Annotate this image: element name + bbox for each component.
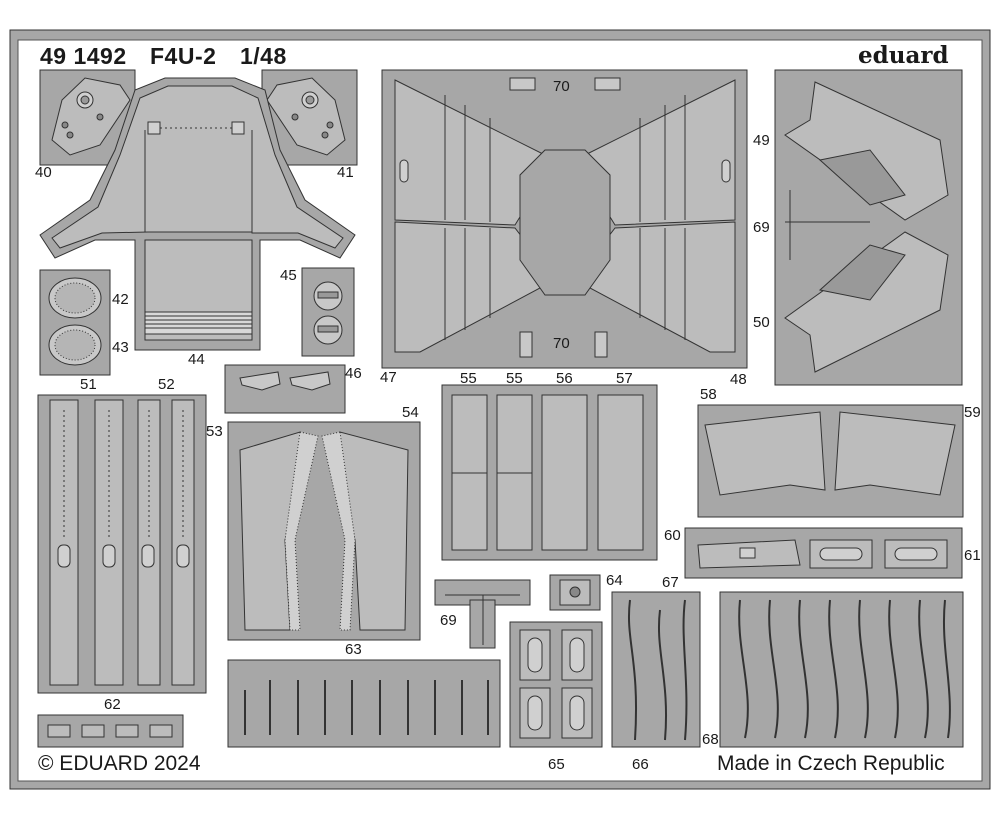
part-label-49: 49 — [753, 132, 770, 149]
part-label-56: 56 — [556, 370, 573, 387]
part-51-53 — [37, 394, 207, 694]
part-64 — [549, 574, 601, 611]
part-label-44: 44 — [188, 351, 205, 368]
part-45 — [301, 267, 355, 357]
part-label-62: 62 — [104, 696, 121, 713]
part-label-65: 65 — [548, 756, 565, 773]
fret-frame-inner — [17, 39, 983, 782]
part-label-64: 64 — [606, 572, 623, 589]
part-label-66: 66 — [632, 756, 649, 773]
part-55-57 — [441, 384, 658, 561]
part-label-40: 40 — [35, 164, 52, 181]
part-54-63 — [227, 421, 421, 641]
brand-logo: eduard — [858, 42, 949, 69]
part-62 — [37, 714, 184, 748]
part-label-70a: 70 — [553, 78, 570, 95]
part-label-61: 61 — [964, 547, 981, 564]
part-label-55a: 55 — [460, 370, 477, 387]
part-label-45: 45 — [280, 267, 297, 284]
part-label-48: 48 — [730, 371, 747, 388]
part-40 — [39, 69, 136, 166]
part-47-48 — [381, 69, 748, 369]
part-label-47: 47 — [380, 369, 397, 386]
part-label-54: 54 — [402, 404, 419, 421]
part-label-69a: 69 — [440, 612, 457, 629]
part-66-67 — [611, 591, 701, 748]
part-label-67: 67 — [662, 574, 679, 591]
part-label-41: 41 — [337, 164, 354, 181]
part-label-52: 52 — [158, 376, 175, 393]
product-code: 49 1492 — [40, 43, 127, 69]
scale-label: 1/48 — [240, 43, 287, 69]
part-label-58: 58 — [700, 386, 717, 403]
part-60-61 — [684, 527, 963, 579]
part-label-68: 68 — [702, 731, 719, 748]
part-69-t — [434, 579, 531, 649]
part-label-51: 51 — [80, 376, 97, 393]
part-label-46: 46 — [345, 365, 362, 382]
part-42-43 — [39, 269, 111, 376]
origin-text: Made in Czech Republic — [717, 752, 945, 775]
part-label-69b: 69 — [753, 219, 770, 236]
part-label-43: 43 — [112, 339, 129, 356]
part-44 — [39, 77, 356, 351]
part-label-63: 63 — [345, 641, 362, 658]
part-label-42: 42 — [112, 291, 129, 308]
part-49-50 — [774, 69, 963, 386]
part-63-hooks — [227, 659, 501, 748]
part-58-59 — [697, 404, 964, 518]
part-68 — [719, 591, 964, 748]
part-label-59: 59 — [964, 404, 981, 421]
part-41 — [261, 69, 358, 166]
part-46 — [224, 364, 346, 414]
part-label-57: 57 — [616, 370, 633, 387]
copyright-text: © EDUARD 2024 — [38, 752, 201, 775]
part-label-70b: 70 — [553, 335, 570, 352]
part-label-55b: 55 — [506, 370, 523, 387]
model-name: F4U-2 — [150, 43, 217, 69]
part-65 — [509, 621, 603, 748]
part-label-50: 50 — [753, 314, 770, 331]
part-label-60: 60 — [664, 527, 681, 544]
part-label-53: 53 — [206, 423, 223, 440]
